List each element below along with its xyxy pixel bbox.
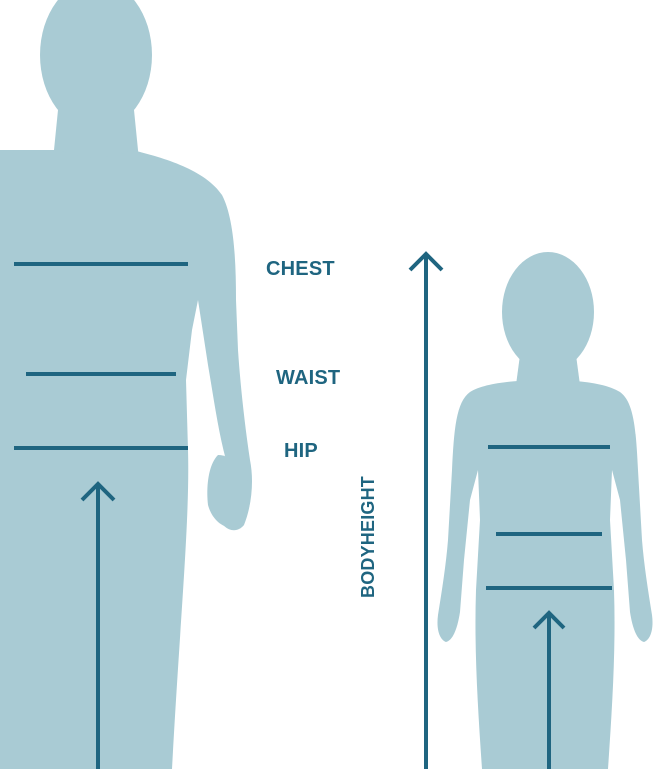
- chest-label: CHEST: [266, 258, 335, 281]
- adult-torso: [0, 150, 252, 769]
- hip-label: HIP: [284, 440, 318, 463]
- bodyheight-label: BODYHEIGHT: [358, 476, 379, 598]
- waist-label: WAIST: [276, 367, 340, 390]
- child-silhouette: [437, 252, 652, 769]
- child-head: [502, 252, 594, 372]
- child-body: [437, 380, 652, 769]
- adult-silhouette: [0, 0, 252, 769]
- bodyheight-arrow: [410, 254, 442, 769]
